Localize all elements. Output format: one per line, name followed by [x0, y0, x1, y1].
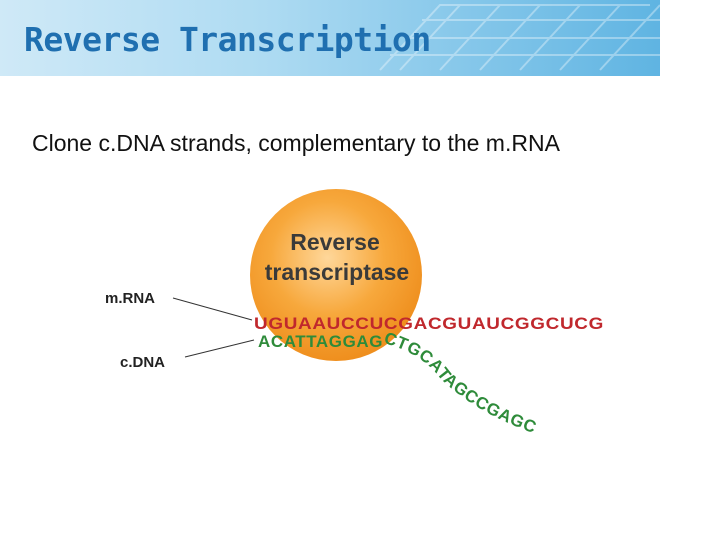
title-banner: Reverse Transcription — [0, 0, 660, 76]
slide-subtitle: Clone c.DNA strands, complementary to th… — [32, 130, 560, 156]
mrna-label: m.RNA — [105, 290, 155, 307]
cdna-sequence-curve: CTGCATAGCCGAGC — [382, 329, 539, 438]
cdna-sequence-curve-path: CTGCATAGCCGAGC — [382, 329, 539, 438]
enzyme-circle — [250, 189, 422, 361]
cdna-label: c.DNA — [120, 354, 165, 371]
enzyme-label-line1: Reverse — [290, 229, 380, 255]
banner-decoration — [379, 4, 660, 71]
enzyme-label-line2: transcriptase — [265, 259, 409, 285]
slide-title: Reverse Transcription — [24, 20, 431, 59]
cdna-pointer-line — [184, 339, 255, 358]
mrna-pointer-line — [172, 297, 253, 321]
cdna-sequence-straight: ACATTAGGAG — [258, 332, 383, 351]
mrna-sequence: UGUAAUCCUCGACGUAUCGGCUCG — [254, 314, 604, 333]
